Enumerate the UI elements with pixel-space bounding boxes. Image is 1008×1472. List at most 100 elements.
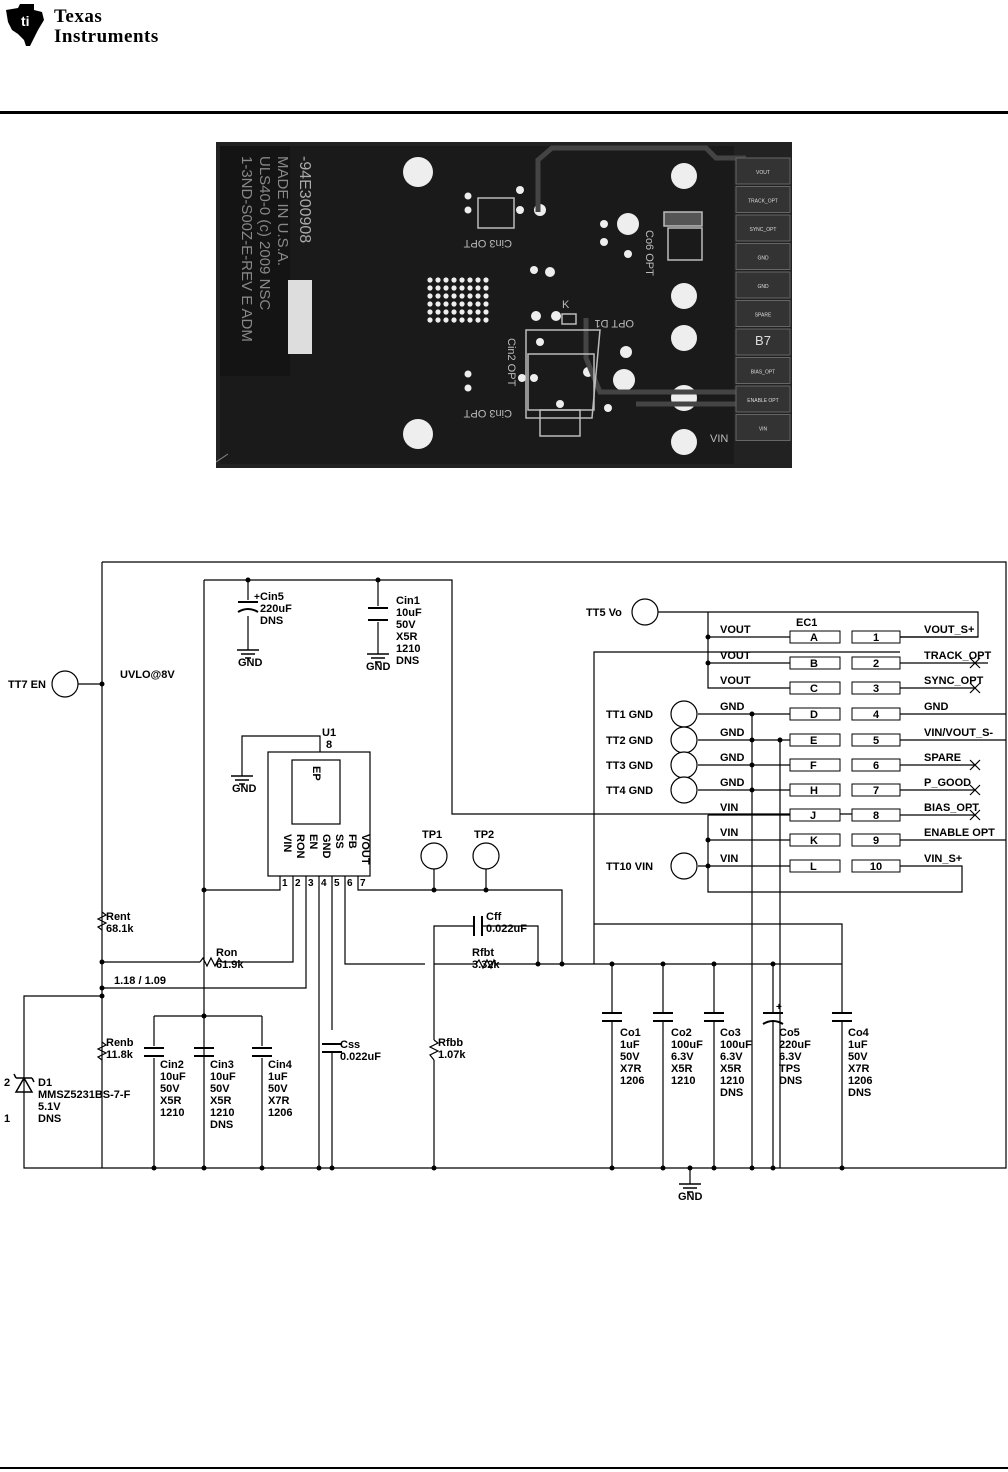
ec1-pin-box (789, 733, 841, 747)
via (427, 285, 433, 291)
no-connect-mark (969, 657, 981, 669)
ec1-left-net: VIN (720, 802, 738, 814)
cin1-label: DNS (396, 655, 419, 667)
gnd-symbol (366, 645, 390, 663)
tt7-en-label: TT7 EN (8, 679, 46, 691)
ec1-pin-box (789, 859, 841, 873)
u1-ep-label: EP (310, 766, 322, 781)
ec1-pin-number: 6 (873, 760, 879, 772)
co2-label: X5R (671, 1063, 692, 1075)
via (427, 301, 433, 307)
footer-rule (0, 1467, 1008, 1469)
tt4-gnd-label: TT4 GND (606, 785, 653, 797)
ec1-right-net: GND (924, 701, 949, 713)
pcb-layout: -94E300908 MADE IN U.S.A. ULS40-0 (c) 20… (216, 142, 792, 468)
pcb-via-array (427, 277, 489, 323)
ec1-pin-box (851, 808, 901, 822)
pcb-tag-co6: Co6 OPT (643, 230, 655, 276)
via (451, 317, 457, 323)
zener-diode-d1 (13, 1073, 35, 1093)
ec1-pin-number: 10 (870, 861, 882, 873)
pcb-hole (613, 369, 635, 391)
no-connect-mark (969, 759, 981, 771)
d1-label: DNS (38, 1113, 61, 1125)
edge-pad (735, 357, 791, 384)
no-connect-mark (969, 809, 981, 821)
via (459, 301, 465, 307)
cin3-label: Cin3 (210, 1059, 234, 1071)
co5-label: 220uF (779, 1039, 811, 1051)
ec1-pin-box (851, 707, 901, 721)
cin5-label: Cin5 (260, 591, 284, 603)
edge-pad (735, 385, 791, 413)
co4-label: 1uF (848, 1039, 868, 1051)
co1-label: Co1 (620, 1027, 641, 1039)
pcb-hole (671, 385, 697, 411)
ec1-pin-box (851, 733, 901, 747)
co1-label: 50V (620, 1051, 640, 1063)
resistor-zigzags (96, 911, 497, 1061)
ron-label: Ron (216, 947, 238, 959)
ec1-pin-number: 8 (873, 810, 879, 822)
ec1-pin-number: 5 (873, 735, 879, 747)
ec1-pin-box (789, 783, 841, 797)
co3-label: 6.3V (720, 1051, 743, 1063)
via (435, 285, 441, 291)
via (435, 301, 441, 307)
tp2-label: TP2 (474, 829, 494, 841)
u1-pin-number: 2 (295, 878, 301, 889)
via (427, 309, 433, 315)
no-connect-mark (969, 682, 981, 694)
cin4-label: Cin4 (268, 1059, 293, 1071)
edge-pad-label: SYNC_OPT (750, 227, 777, 233)
via (451, 309, 457, 315)
co1-label: 1uF (620, 1039, 640, 1051)
u1-pin8: 8 (326, 739, 332, 751)
pcb-hole (671, 283, 697, 309)
d1-label: 5.1V (38, 1101, 61, 1113)
edge-pad (735, 328, 791, 356)
renb-label: Renb (106, 1037, 134, 1049)
u1-pin-label: RON (294, 834, 306, 859)
ec1-right-net: VOUT_S+ (924, 624, 974, 636)
via (459, 285, 465, 291)
css-label: 0.022uF (340, 1051, 381, 1063)
rfbt-label: 3.32k (472, 959, 500, 971)
tt5-vo-label: TT5 Vo (586, 607, 622, 619)
edge-pad (735, 214, 791, 242)
pcb-tag-k: K (562, 299, 570, 311)
via (467, 309, 473, 315)
edge-pad (735, 186, 791, 213)
ec1-pin-letter: H (810, 785, 818, 797)
via (459, 317, 465, 323)
co5-label: DNS (779, 1075, 802, 1087)
brand-line-2: Instruments (54, 26, 159, 47)
cin2-label: 50V (160, 1083, 180, 1095)
via (475, 301, 481, 307)
via (427, 317, 433, 323)
via (451, 293, 457, 299)
pcb-silk-partno: -94E300908 (296, 156, 313, 243)
gnd-symbol (236, 641, 260, 659)
via (435, 293, 441, 299)
ec1-right-net: BIAS_OPT (924, 802, 979, 814)
cin4-label: 50V (268, 1083, 288, 1095)
pcb-hole (617, 213, 639, 235)
uvlo-label: UVLO@8V (120, 669, 175, 681)
cin2-label: 1210 (160, 1107, 184, 1119)
ec1-right-net: VIN/VOUT_S- (924, 727, 993, 739)
rent-label: 68.1k (106, 923, 134, 935)
edge-pad-label: VOUT (756, 170, 770, 176)
via (475, 293, 481, 299)
co4-label: X7R (848, 1063, 869, 1075)
u1-pin-label: VIN (281, 834, 293, 852)
via (475, 277, 481, 283)
ec1-left-net: VOUT (720, 650, 751, 662)
via (483, 301, 489, 307)
svg-text:ti: ti (21, 13, 30, 29)
ron-label: 61.9k (216, 959, 244, 971)
schematic-junctions (99, 577, 845, 1171)
cin1-label: 1210 (396, 643, 420, 655)
via (443, 317, 449, 323)
